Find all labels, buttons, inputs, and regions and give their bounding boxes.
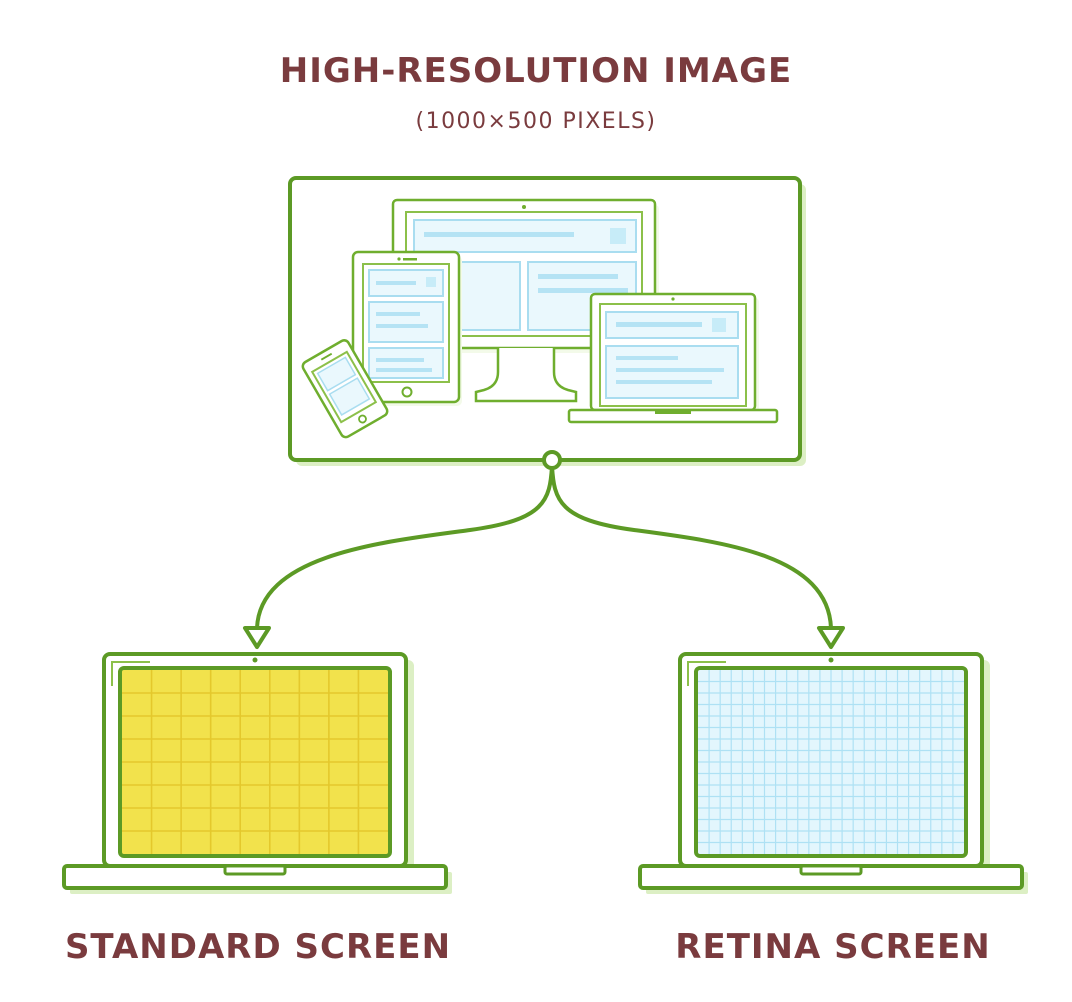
retina-screen-label: RETINA SCREEN <box>675 927 990 967</box>
smartphone-icon <box>301 339 389 439</box>
diagram-title: HIGH-RESOLUTION IMAGE <box>280 51 792 91</box>
high-resolution-image-frame <box>288 176 806 466</box>
retina-laptop <box>638 652 1028 894</box>
retina-pixel-grid <box>698 670 964 854</box>
arrow-down-left-icon <box>243 626 271 649</box>
diagram-subtitle: (1000×500 PIXELS) <box>415 109 656 134</box>
tablet-icon <box>351 250 462 406</box>
split-connector <box>243 450 845 649</box>
laptop-icon <box>567 292 779 424</box>
standard-screen-label: STANDARD SCREEN <box>65 927 451 967</box>
standard-pixel-grid <box>122 670 388 854</box>
standard-laptop <box>62 652 452 894</box>
arrow-down-right-icon <box>817 626 845 649</box>
